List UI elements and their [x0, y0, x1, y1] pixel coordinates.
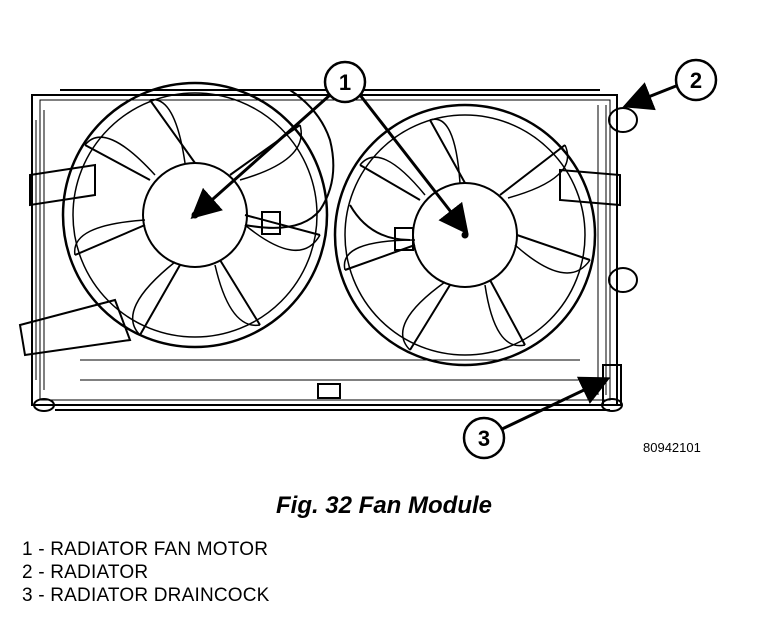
legend-item: 1 - RADIATOR FAN MOTOR [22, 539, 269, 560]
svg-text:3: 3 [478, 426, 490, 451]
shroud-brackets [18, 163, 621, 357]
fan-module-illustration: 1 2 3 [18, 58, 718, 460]
callout-2: 2 [674, 58, 718, 102]
radiator-frame [31, 89, 618, 411]
legend-item: 3 - RADIATOR DRAINCOCK [22, 585, 270, 606]
svg-text:2: 2 [690, 68, 702, 93]
right-fan [333, 103, 597, 367]
left-fan [61, 81, 329, 349]
figure-image-number: 80942101 [643, 440, 701, 455]
callout-3: 3 [462, 416, 506, 460]
radiator-fins [35, 105, 607, 395]
wiring-harness [244, 89, 414, 251]
legend: 1 - RADIATOR FAN MOTOR 2 - RADIATOR 3 - … [22, 538, 270, 607]
legend-item: 2 - RADIATOR [22, 562, 149, 583]
callout-arrows [190, 82, 677, 432]
callout-1: 1 [323, 60, 367, 104]
figure-caption: Fig. 32 Fan Module [275, 492, 492, 519]
svg-text:1: 1 [339, 70, 351, 95]
radiator-fittings [33, 107, 638, 412]
